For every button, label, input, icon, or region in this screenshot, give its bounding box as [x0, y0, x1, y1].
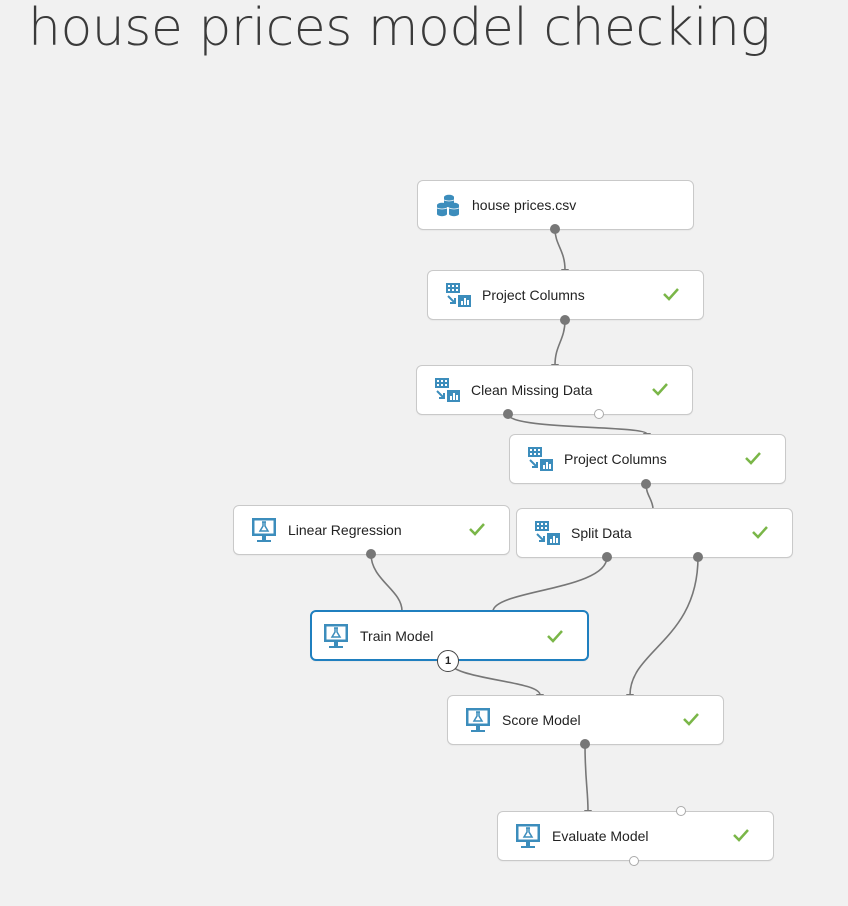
check-icon — [469, 523, 485, 536]
output-port[interactable] — [550, 224, 560, 234]
module-label: Clean Missing Data — [471, 382, 593, 398]
output-port[interactable] — [366, 549, 376, 559]
module-label: Linear Regression — [288, 522, 402, 538]
module-label: Split Data — [571, 525, 632, 541]
check-icon — [733, 829, 749, 842]
output-port[interactable] — [629, 856, 639, 866]
check-icon — [663, 288, 679, 301]
ml-model-icon — [466, 708, 490, 732]
output-port[interactable] — [503, 409, 513, 419]
connector — [492, 556, 608, 612]
module-linear-regression[interactable]: Linear Regression — [233, 505, 510, 555]
module-split-data[interactable]: Split Data — [516, 508, 793, 558]
input-port[interactable] — [676, 806, 686, 816]
output-port[interactable] — [560, 315, 570, 325]
check-icon — [683, 713, 699, 726]
connector — [507, 413, 648, 435]
connector — [584, 743, 589, 812]
data-transform-icon — [528, 447, 553, 471]
module-label: house prices.csv — [472, 197, 577, 213]
output-port[interactable] — [602, 552, 612, 562]
data-transform-icon — [446, 283, 471, 307]
check-icon — [745, 452, 761, 465]
data-transform-icon — [535, 521, 560, 545]
module-label: Project Columns — [482, 287, 585, 303]
module-label: Score Model — [502, 712, 581, 728]
output-port[interactable] — [594, 409, 604, 419]
module-train-model[interactable]: Train Model — [310, 610, 589, 661]
check-icon — [752, 526, 768, 539]
data-transform-icon — [435, 378, 460, 402]
connector — [554, 319, 566, 366]
module-label: Project Columns — [564, 451, 667, 467]
dataset-icon — [436, 194, 460, 217]
check-icon — [547, 630, 563, 643]
module-score-model[interactable]: Score Model — [447, 695, 724, 745]
check-icon — [652, 383, 668, 396]
connector — [554, 228, 566, 271]
ml-model-icon — [252, 518, 276, 542]
module-house-prices-csv[interactable]: house prices.csv — [417, 180, 694, 230]
module-label: Train Model — [360, 627, 434, 644]
output-port[interactable] — [580, 739, 590, 749]
ml-model-icon — [324, 623, 348, 648]
output-port-badge[interactable]: 1 — [437, 650, 459, 672]
ml-model-icon — [516, 824, 540, 848]
connector — [629, 556, 699, 696]
module-project-columns[interactable]: Project Columns — [509, 434, 786, 484]
output-port[interactable] — [693, 552, 703, 562]
connector — [370, 553, 403, 612]
connector — [447, 659, 541, 696]
module-clean-missing-data[interactable]: Clean Missing Data — [416, 365, 693, 415]
module-evaluate-model[interactable]: Evaluate Model — [497, 811, 774, 861]
module-label: Evaluate Model — [552, 828, 649, 844]
page-title: house prices model checking — [28, 0, 771, 58]
module-project-columns[interactable]: Project Columns — [427, 270, 704, 320]
output-port[interactable] — [641, 479, 651, 489]
